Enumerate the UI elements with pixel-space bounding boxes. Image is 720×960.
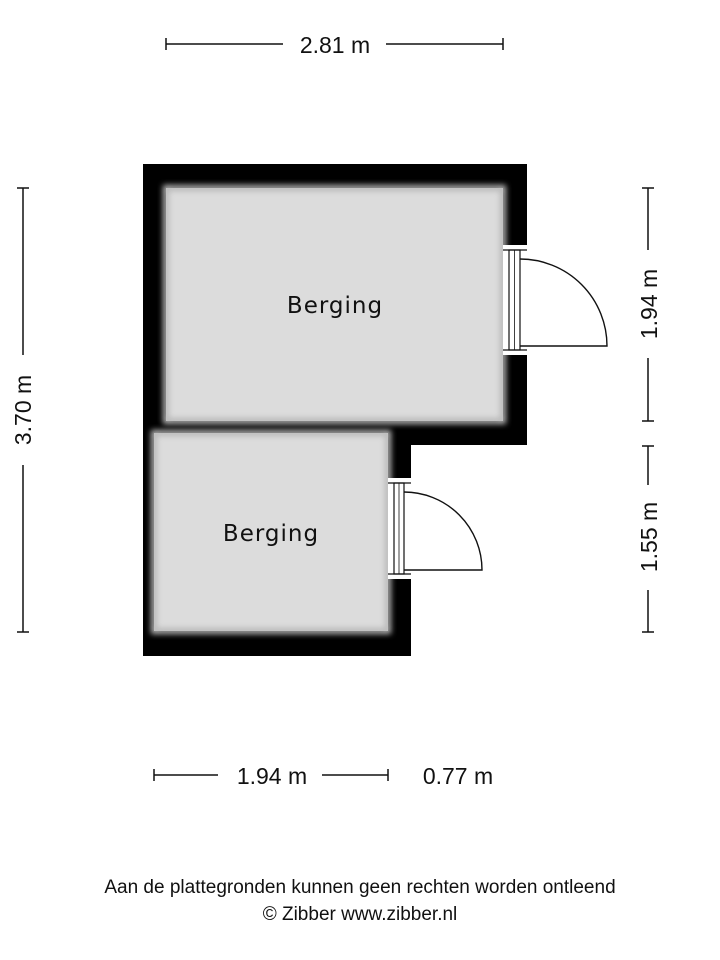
dimension-bottom: 1.94 m 0.77 m: [153, 763, 493, 789]
disclaimer-text: Aan de plattegronden kunnen geen rechten…: [104, 877, 616, 898]
dimension-top-label: 2.81 m: [300, 32, 370, 58]
dimension-right-lower-label: 1.55 m: [636, 502, 662, 572]
room-lower-label: Berging: [223, 521, 319, 547]
door-lower: [388, 478, 483, 579]
room-upper-label: Berging: [287, 293, 383, 319]
dimension-left-label: 3.70 m: [10, 375, 36, 445]
dimension-right-lower: 1.55 m: [636, 445, 662, 633]
room-lower: Berging: [151, 430, 391, 634]
dimension-bottom-left-label: 1.94 m: [237, 763, 307, 789]
door-upper: [503, 245, 608, 355]
room-upper: Berging: [163, 185, 506, 424]
dimension-bottom-right-label: 0.77 m: [423, 763, 493, 789]
dimension-right-upper: 1.94 m: [636, 187, 662, 422]
dimension-left: 3.70 m: [10, 187, 36, 633]
dimension-top: 2.81 m: [165, 32, 504, 58]
dimension-right-upper-label: 1.94 m: [636, 269, 662, 339]
copyright-text: © Zibber www.zibber.nl: [262, 904, 458, 925]
